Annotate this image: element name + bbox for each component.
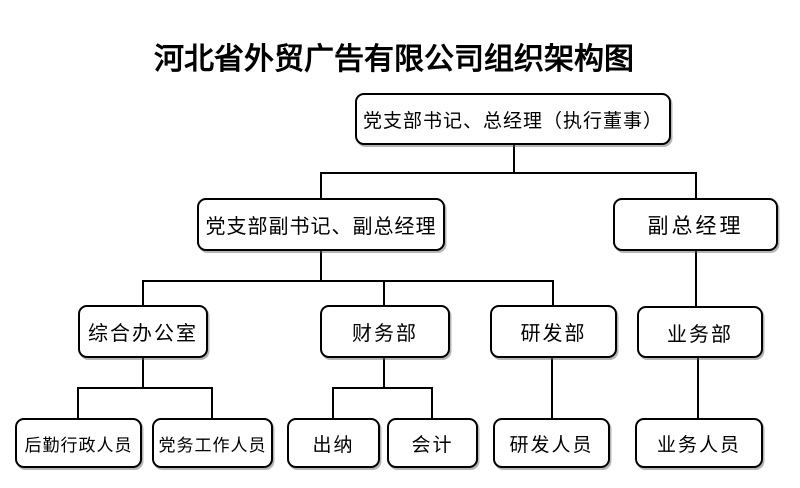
org-node-business-dept: 业务部: [637, 306, 763, 358]
org-node-rd-dept: 研发部: [490, 305, 617, 358]
org-node-cashier: 出纳: [287, 418, 380, 468]
org-node-rd-staff: 研发人员: [493, 418, 610, 468]
org-node-deputy-general-manager: 副总经理: [613, 198, 778, 251]
org-node-logistics-admin-staff: 后勤行政人员: [15, 418, 142, 468]
org-node-party-secretary-general-manager: 党支部书记、总经理（执行董事）: [355, 93, 671, 145]
page-title: 河北省外贸广告有限公司组织架构图: [154, 43, 634, 76]
org-node-finance-dept: 财务部: [320, 305, 450, 358]
org-node-business-staff: 业务人员: [635, 418, 763, 468]
org-node-general-office: 综合办公室: [78, 305, 208, 358]
org-node-accountant: 会计: [387, 418, 478, 468]
org-node-party-affairs-staff: 党务工作人员: [152, 418, 273, 468]
org-node-deputy-party-secretary-deputy-gm: 党支部副书记、副总经理: [197, 198, 445, 251]
